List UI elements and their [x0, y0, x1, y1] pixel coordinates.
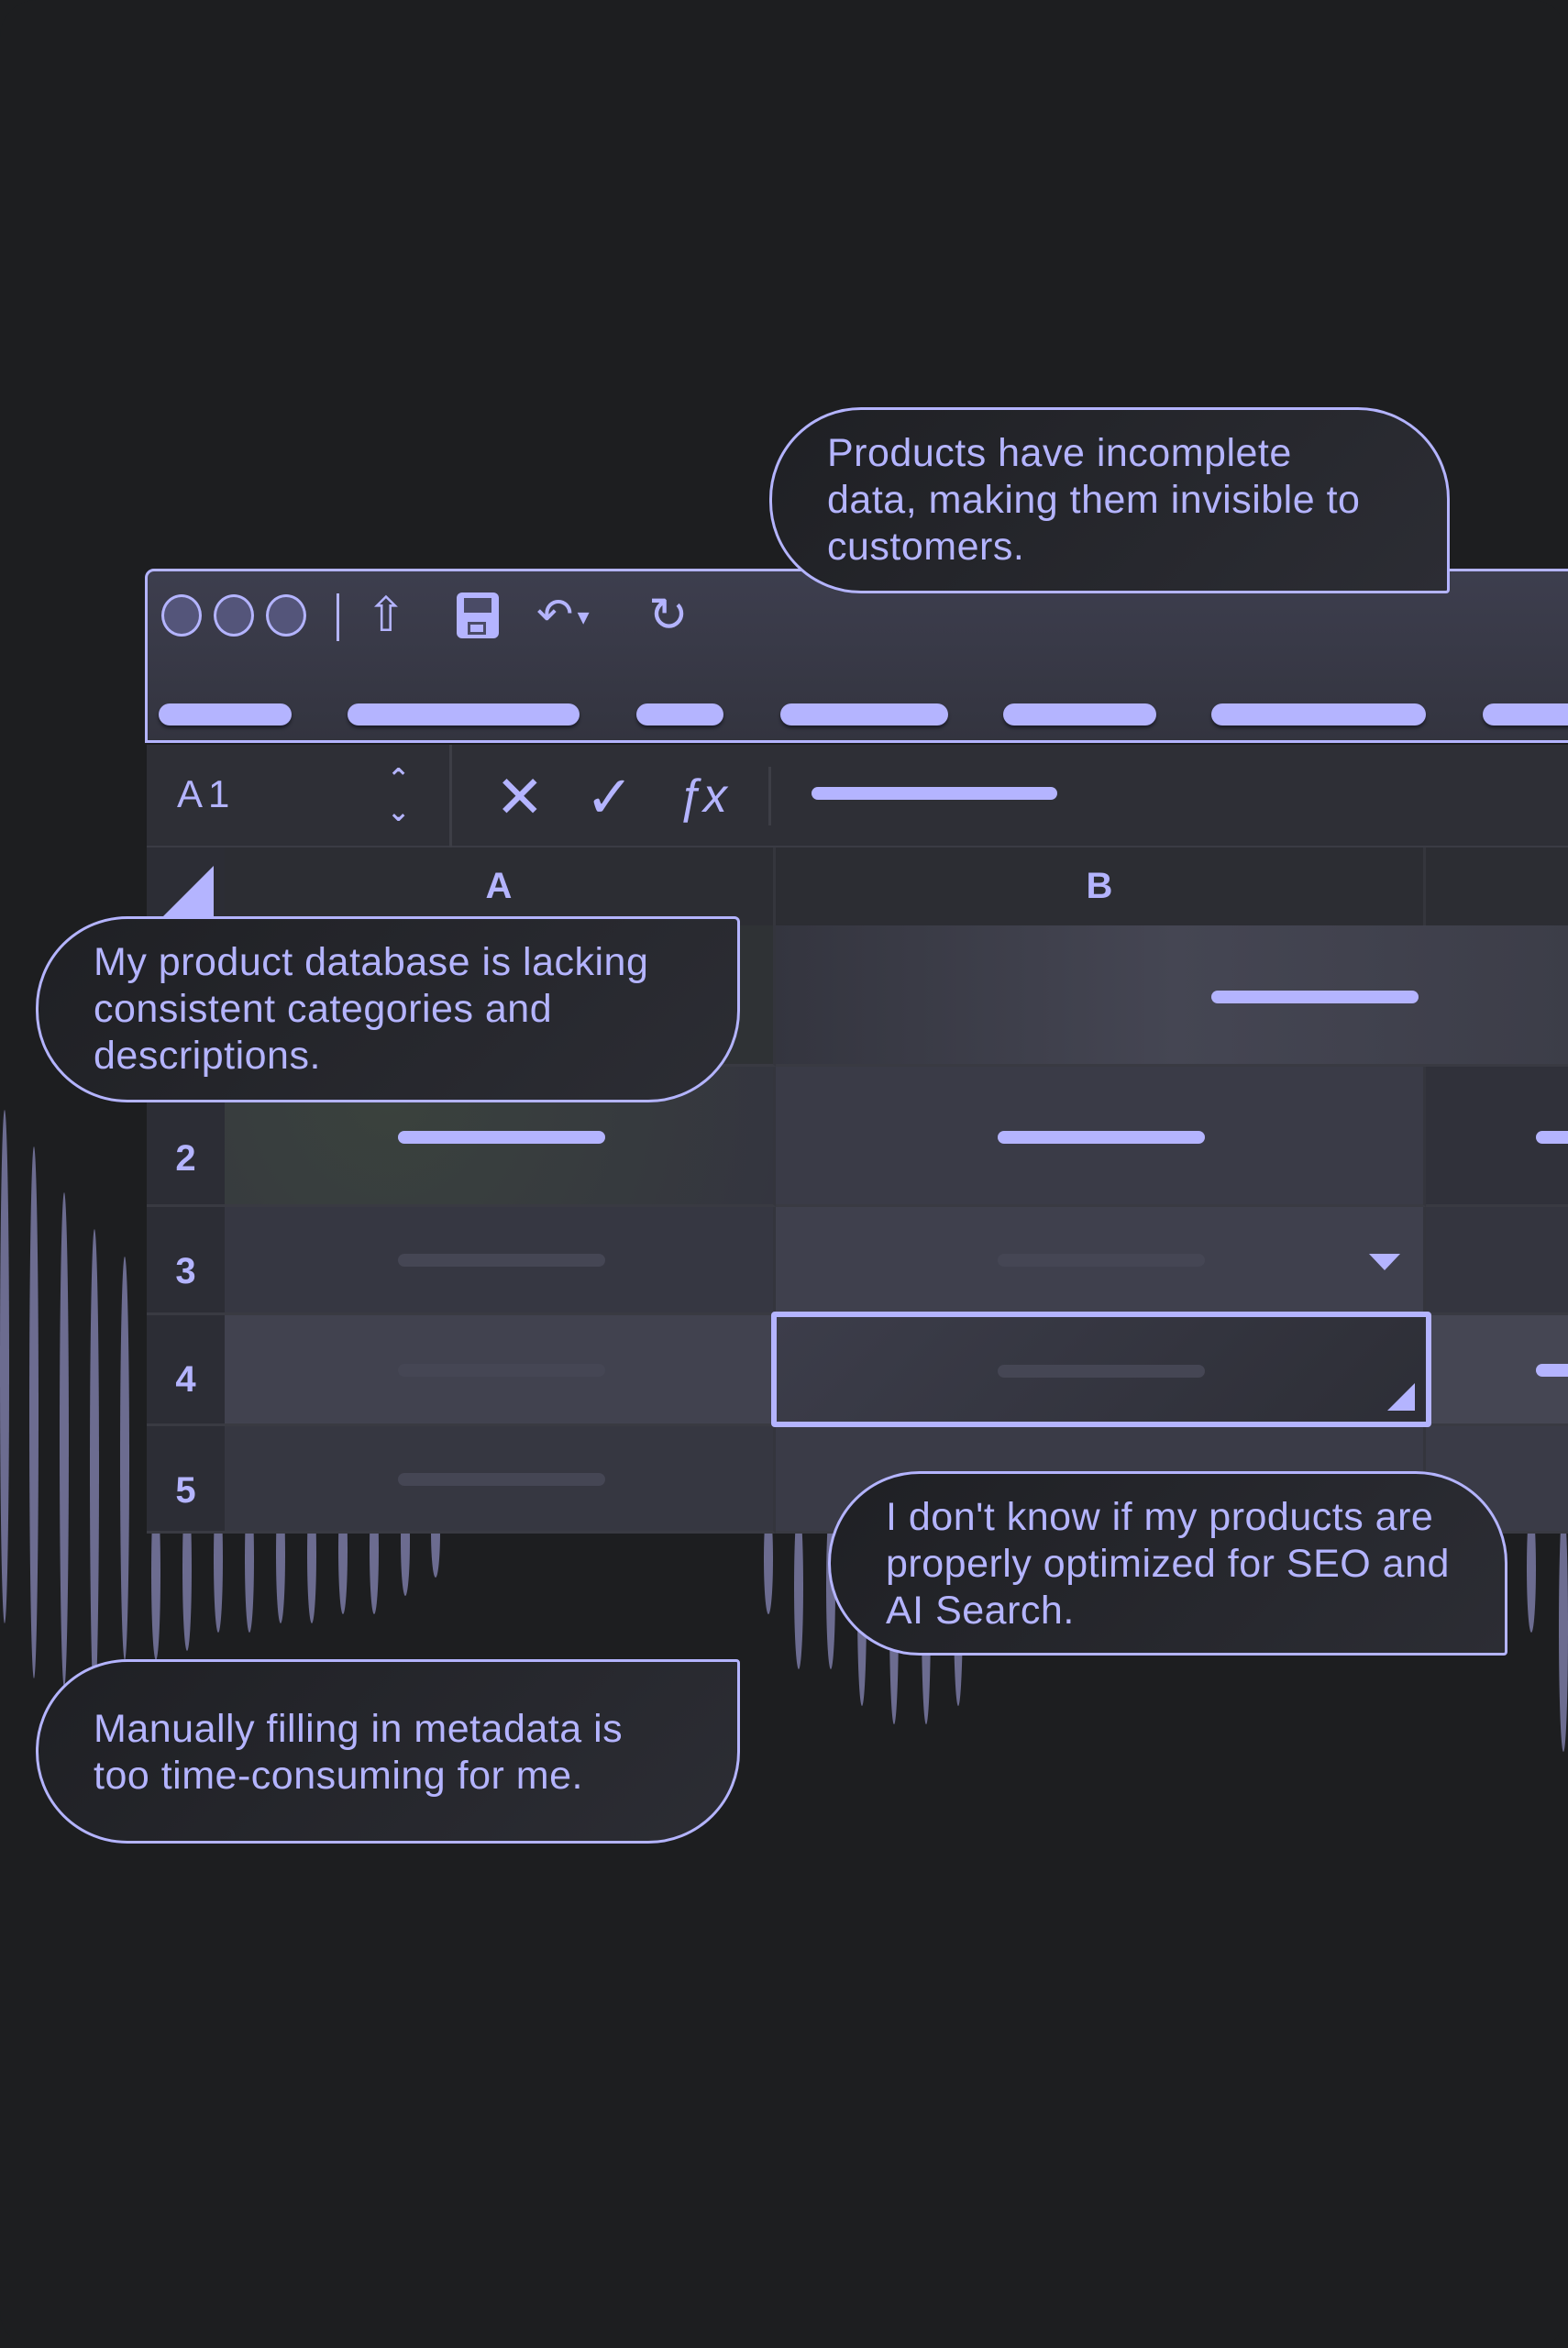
select-all-corner[interactable] — [147, 847, 225, 925]
window-control-button[interactable] — [266, 594, 306, 637]
formula-input[interactable] — [812, 787, 1057, 800]
decorative-stripe — [29, 1146, 39, 1678]
speech-bubble-manual: Manually filling in metadata is too time… — [36, 1659, 740, 1844]
cell-value — [998, 1131, 1205, 1144]
row-header-5[interactable]: 5 — [147, 1426, 225, 1534]
menu-item[interactable] — [1003, 703, 1156, 725]
fill-handle-icon[interactable] — [1387, 1383, 1415, 1411]
cell-value — [1536, 1364, 1568, 1377]
menu-item[interactable] — [159, 703, 292, 725]
window-control-button[interactable] — [214, 594, 254, 637]
menu-item[interactable] — [1483, 703, 1568, 725]
decorative-stripe — [90, 1229, 99, 1706]
decorative-stripe — [338, 1486, 348, 1614]
decorative-stripe — [370, 1486, 379, 1614]
app-toolbar: ⇧ ↶▼ ↻ — [145, 569, 1568, 743]
decorative-stripe — [276, 1486, 285, 1623]
speech-bubble-incomplete-data: Products have incomplete data, making th… — [769, 407, 1450, 593]
divider — [449, 745, 452, 847]
column-header-a[interactable]: A — [225, 847, 776, 925]
decorative-stripe — [182, 1486, 192, 1651]
menu-item[interactable] — [636, 703, 723, 725]
cell[interactable] — [1426, 1207, 1568, 1315]
decorative-stripe — [1527, 1504, 1536, 1633]
dropdown-arrow-icon[interactable] — [1369, 1254, 1400, 1270]
cell-value — [398, 1131, 605, 1144]
cell-reference[interactable]: A1 — [177, 772, 236, 815]
decorative-stripe — [1559, 1504, 1568, 1752]
cell-placeholder — [398, 1473, 605, 1486]
confirm-icon[interactable]: ✓ — [585, 764, 635, 830]
cell[interactable] — [776, 925, 1568, 1067]
selected-cell[interactable] — [771, 1312, 1431, 1427]
decorative-stripe — [0, 1110, 9, 1623]
menu-item[interactable] — [1211, 703, 1426, 725]
decorative-stripe — [60, 1192, 69, 1688]
cancel-icon[interactable]: ✕ — [495, 764, 545, 830]
menu-item[interactable] — [780, 703, 948, 725]
decorative-stripe — [401, 1486, 410, 1596]
decorative-stripe — [151, 1486, 160, 1660]
decorative-stripe — [245, 1486, 254, 1633]
speech-bubble-seo: I don't know if my products are properly… — [828, 1471, 1507, 1656]
save-icon[interactable] — [457, 593, 499, 638]
formula-bar: A1 ⌃⌄ ✕ ✓ ƒx — [147, 745, 1568, 847]
refresh-icon[interactable]: ↻ — [648, 589, 689, 642]
decorative-stripe — [764, 1504, 773, 1614]
toolbar-divider — [337, 593, 339, 641]
speech-bubble-lacking-categories: My product database is lacking consisten… — [36, 916, 740, 1102]
cell-stepper-icon[interactable]: ⌃⌄ — [387, 764, 411, 827]
column-header-b[interactable]: B — [776, 847, 1426, 925]
decorative-stripe — [214, 1486, 223, 1633]
home-icon[interactable]: ⇧ — [366, 589, 406, 642]
window-control-button[interactable] — [161, 594, 202, 637]
cell-value — [1211, 991, 1419, 1003]
menu-item[interactable] — [348, 703, 580, 725]
row-header-3[interactable]: 3 — [147, 1207, 225, 1315]
column-header-c[interactable] — [1426, 847, 1568, 925]
decorative-stripe — [120, 1257, 129, 1660]
undo-icon[interactable]: ↶▼ — [536, 591, 593, 639]
decorative-stripe — [307, 1486, 316, 1623]
cell-placeholder — [398, 1364, 605, 1377]
decorative-stripe — [794, 1504, 803, 1669]
function-icon[interactable]: ƒx — [677, 770, 727, 823]
cell-placeholder — [398, 1254, 605, 1267]
cell-value — [1536, 1131, 1568, 1144]
divider — [768, 767, 771, 825]
cell-placeholder — [998, 1254, 1205, 1267]
row-header-4[interactable]: 4 — [147, 1315, 225, 1426]
